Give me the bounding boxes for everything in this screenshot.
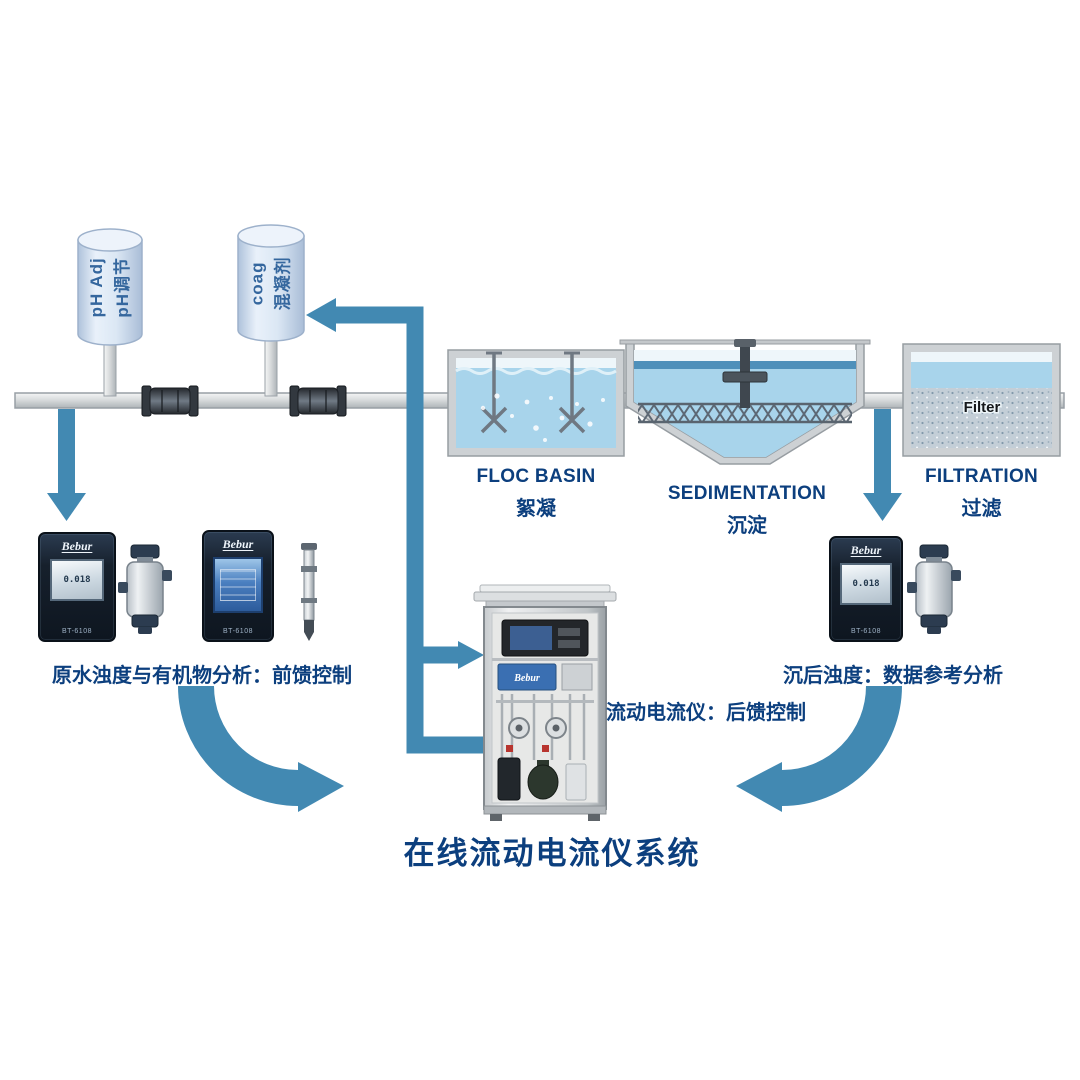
settled-turbidity-controller: Bebur 0.018 BT-6108: [829, 536, 903, 642]
controller-screen: 0.018: [49, 559, 105, 601]
screen-reading: 0.018: [63, 575, 91, 585]
pipe-fitting-1: [141, 385, 199, 417]
reference-note: 沉后浊度：数据参考分析: [783, 665, 1003, 687]
cabinet-reagent-bottles: [497, 757, 587, 801]
dip-probe: [301, 543, 317, 641]
feedback-swoosh-right: [736, 685, 902, 812]
controller-model: BT-6108: [62, 628, 92, 635]
feedforward-note: 原水浊度与有机物分析：前馈控制: [52, 665, 352, 687]
controller-model: BT-6108: [851, 628, 881, 635]
pipe-fitting-2: [289, 385, 347, 417]
floc-basin: [447, 349, 625, 457]
filtration-name-zh: 过滤: [961, 498, 1002, 520]
sedimentation-scraper-drive: [722, 339, 768, 408]
ph-dosing-tank: [77, 228, 143, 346]
organics-controller: Bebur BT-6108: [202, 530, 274, 642]
floc-basin-label: FLOC BASIN 絮凝: [448, 466, 624, 521]
filtration-label: FILTRATION 过滤: [903, 466, 1060, 521]
cabinet-pumps: [506, 717, 567, 752]
floc-mixers: [480, 351, 586, 434]
floc-bubbles: [480, 393, 605, 442]
brand-logo: Bebur: [222, 537, 254, 551]
feedback-swoosh-left: [178, 685, 344, 812]
controller-model: BT-6108: [223, 628, 253, 635]
raw-water-sample-arrow: [47, 409, 86, 521]
brand-logo: Bebur: [61, 539, 93, 553]
screen-graph: [219, 568, 257, 602]
analyzer-cabinet: Bebur: [473, 584, 617, 821]
controller-screen: [212, 557, 264, 613]
screen-reading: 0.018: [852, 579, 880, 589]
filtration-name-en: FILTRATION: [924, 466, 1039, 487]
filter-media-label: Filter: [964, 399, 1001, 416]
cabinet-controller-unit: Bebur: [497, 663, 593, 691]
cabinet-brand-logo: Bebur: [513, 673, 540, 684]
flow-cell-sensor-right: [907, 544, 961, 634]
filtration-basin: Filter: [902, 343, 1061, 457]
settled-water-sample-arrow: [863, 409, 902, 521]
flow-arrows: [47, 298, 902, 754]
cabinet-display-console: [501, 619, 589, 657]
floc-basin-name-en: FLOC BASIN: [476, 466, 596, 487]
sedimentation-basin: [619, 339, 871, 465]
sedimentation-name-en: SEDIMENTATION: [667, 483, 827, 504]
flow-cell-sensor-left: [118, 544, 172, 634]
coagulant-control-arrowhead: [306, 298, 336, 332]
diagram-title: 在线流动电流仪系统: [403, 836, 701, 871]
controller-screen: 0.018: [840, 563, 892, 605]
analyzer-sample-and-feedback-line: [306, 298, 500, 754]
coagulant-dosing-tank: [237, 224, 305, 342]
sedimentation-label: SEDIMENTATION 沉淀: [628, 483, 866, 538]
brand-logo: Bebur: [850, 543, 882, 557]
floc-basin-name-zh: 絮凝: [516, 498, 556, 520]
sedimentation-name-zh: 沉淀: [727, 515, 767, 537]
turbidity-controller: Bebur 0.018 BT-6108: [38, 532, 116, 642]
feedback-note: 流动电流仪：后馈控制: [606, 702, 806, 724]
analyzer-inlet-arrowhead: [458, 641, 484, 669]
coag-tank-neck: [264, 333, 278, 397]
ph-tank-neck: [103, 337, 117, 397]
